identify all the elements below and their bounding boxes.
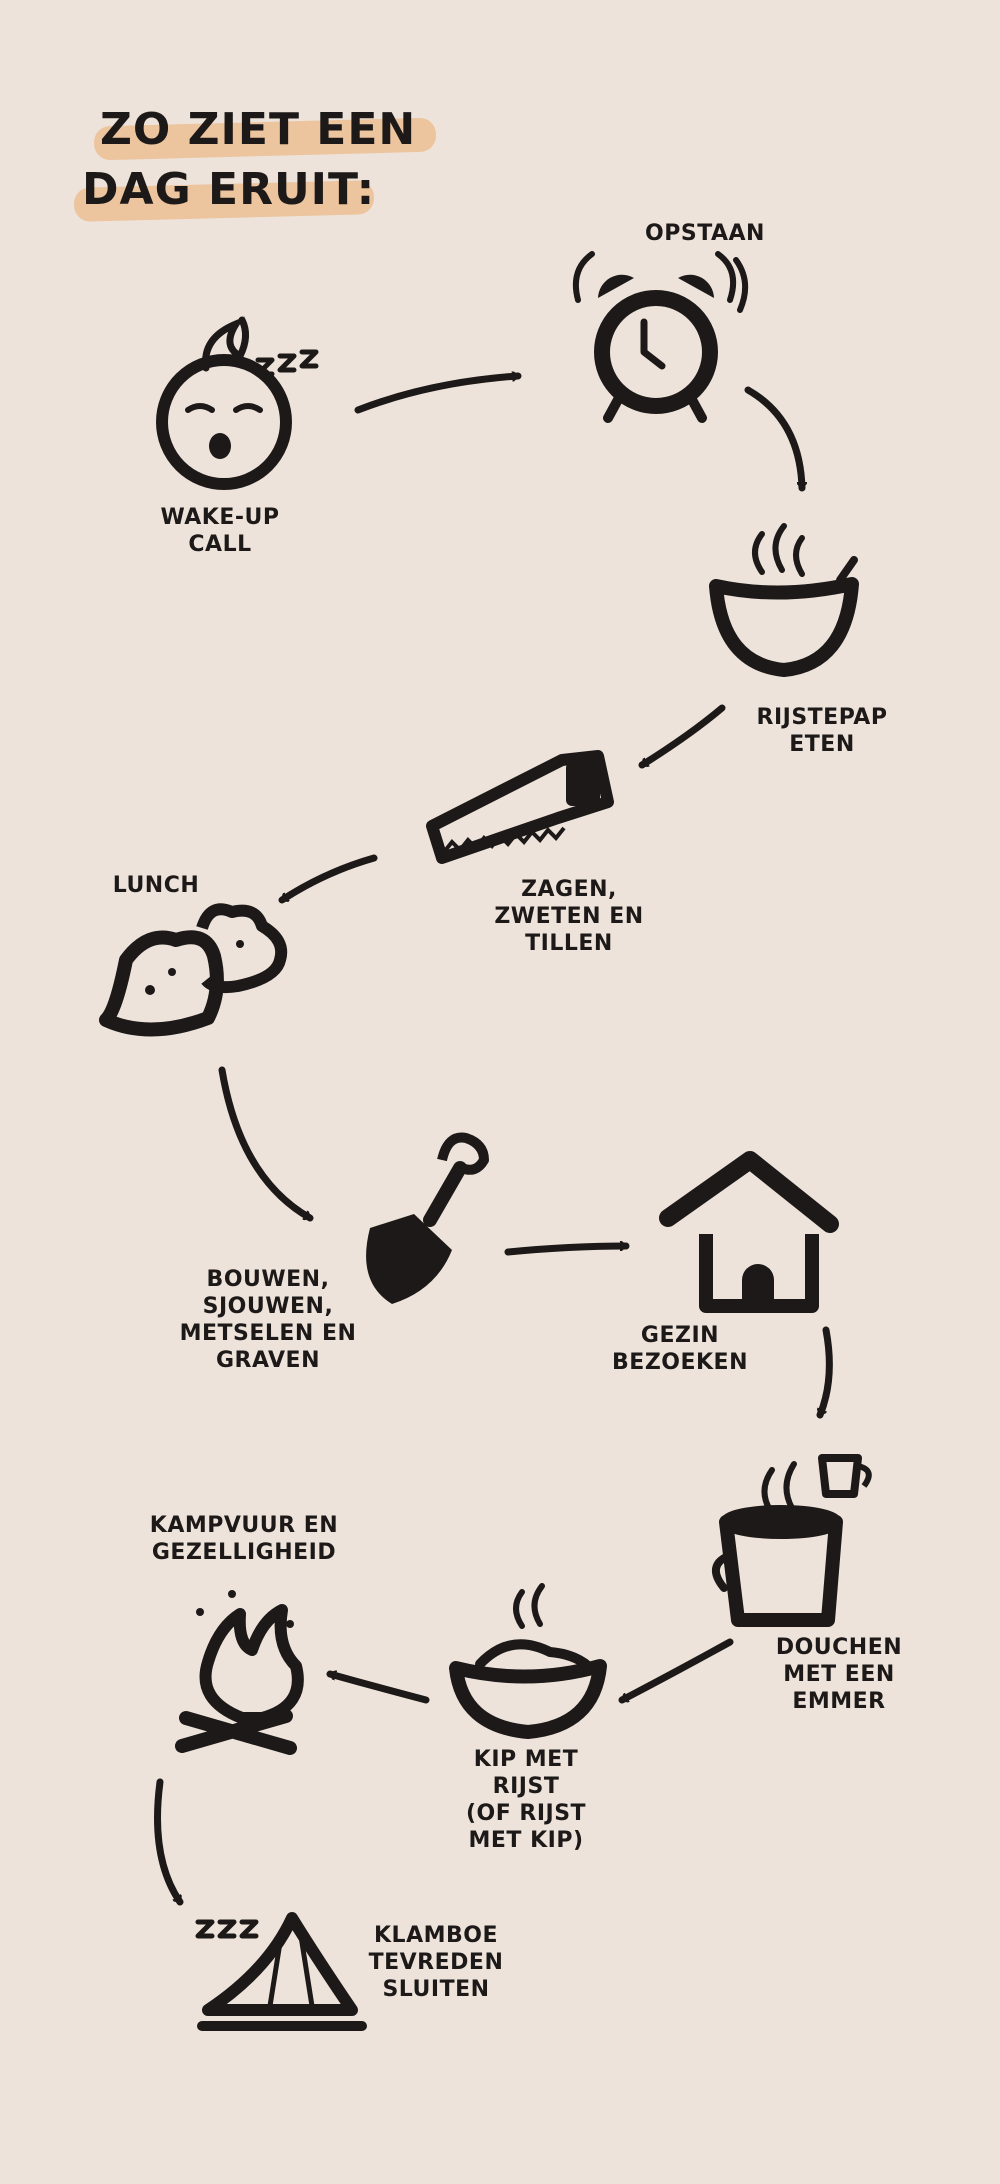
step-label-bouwen: BOUWEN, SJOUWEN, METSELEN EN GRAVEN — [179, 1267, 357, 1373]
arrow-3 — [638, 704, 726, 769]
arrow-8 — [618, 1638, 734, 1704]
step-label-rijstepap: RIJSTEPAP ETEN — [756, 705, 888, 757]
step-label-gezin: GEZIN BEZOEKEN — [612, 1323, 748, 1375]
step-label-lunch: LUNCH — [112, 873, 200, 898]
campfire-icon — [175, 1590, 304, 1755]
arrow-1 — [354, 376, 522, 414]
shovel-icon — [366, 1132, 489, 1304]
arrow-10 — [154, 1778, 184, 1906]
bucket-shower-icon — [712, 1454, 872, 1627]
arrow-6 — [504, 1246, 630, 1256]
title-line-2: DAG ERUIT: — [82, 164, 376, 215]
step-label-kampvuur: KAMPVUUR EN GEZELLIGHEID — [149, 1513, 339, 1565]
step-label-opstaan: OPSTAAN — [645, 221, 765, 246]
arrow-9 — [326, 1674, 430, 1704]
rice-porridge-bowl-icon — [709, 523, 859, 677]
mosquito-net-icon — [195, 1912, 367, 2031]
arrow-5 — [218, 1066, 314, 1222]
arrow-7 — [820, 1326, 833, 1419]
step-label-douchen: DOUCHEN MET EEN EMMER — [775, 1635, 903, 1714]
step-label-kip: KIP MET RIJST (OF RIJST MET KIP) — [465, 1747, 587, 1853]
step-label-zagen: ZAGEN, ZWETEN EN TILLEN — [494, 877, 644, 956]
chicken-rice-bowl-icon — [449, 1583, 607, 1739]
arrow-4 — [278, 854, 378, 904]
alarm-clock-icon — [572, 251, 749, 423]
saw-icon — [426, 750, 614, 864]
arrow-2 — [744, 386, 802, 492]
bread-lunch-icon — [99, 903, 288, 1037]
sleeping-face-icon — [156, 316, 319, 490]
step-label-wake-up: WAKE-UP CALL — [160, 505, 280, 557]
house-icon — [659, 1151, 839, 1313]
step-label-klamboe: KLAMBOE TEVREDEN SLUITEN — [368, 1923, 504, 2002]
title-line-1: ZO ZIET EEN — [100, 104, 417, 155]
